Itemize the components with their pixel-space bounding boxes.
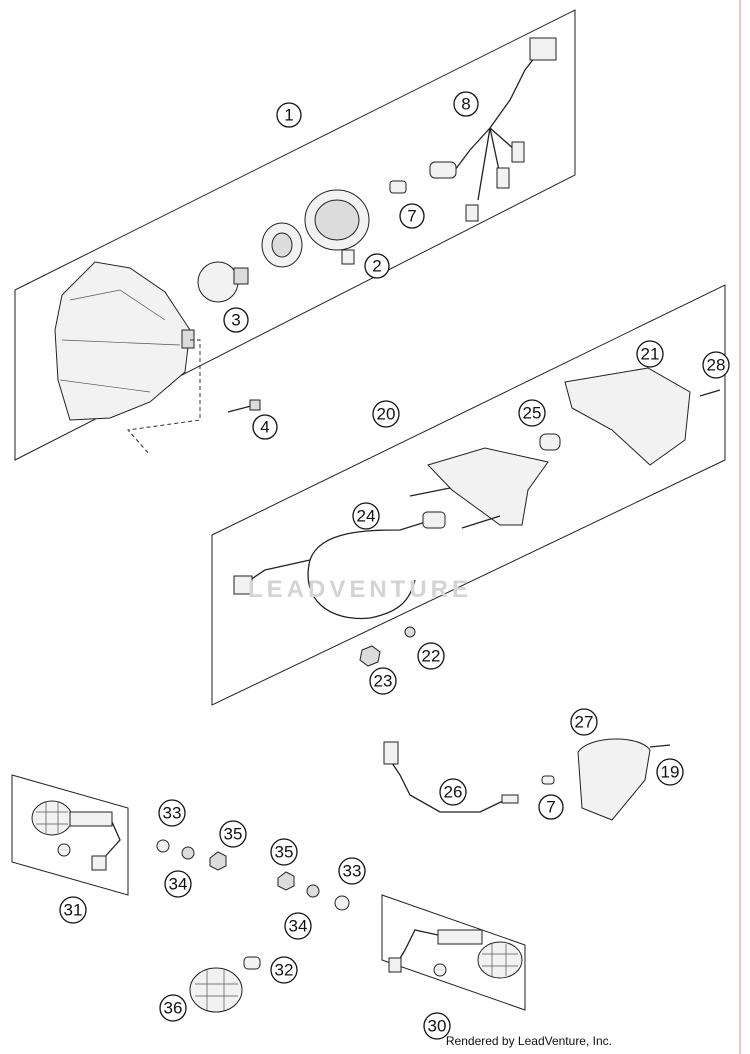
callout-35-left: 35 bbox=[219, 820, 247, 848]
right-indicator-bulb bbox=[433, 963, 447, 977]
wiring-harness bbox=[429, 37, 557, 222]
svg-text:30: 30 bbox=[428, 1017, 447, 1036]
svg-text:3: 3 bbox=[231, 311, 240, 330]
svg-text:28: 28 bbox=[707, 356, 726, 375]
svg-text:34: 34 bbox=[169, 875, 188, 894]
callout-22: 22 bbox=[417, 642, 445, 670]
callout-4: 4 bbox=[252, 414, 278, 440]
svg-text:35: 35 bbox=[224, 825, 243, 844]
right-indicator-connector bbox=[388, 957, 402, 973]
tail-light-panel bbox=[211, 284, 726, 706]
right-indicator-stem bbox=[437, 929, 483, 945]
callout-32: 32 bbox=[270, 956, 298, 984]
svg-text:21: 21 bbox=[641, 345, 660, 364]
svg-text:2: 2 bbox=[372, 257, 381, 276]
tail-bulb bbox=[539, 433, 561, 451]
callout-3: 3 bbox=[223, 307, 249, 333]
callout-26: 26 bbox=[439, 778, 467, 806]
callout-21: 21 bbox=[636, 340, 664, 368]
callout-23: 23 bbox=[369, 667, 397, 695]
rear-screw bbox=[649, 744, 671, 748]
callout-30: 30 bbox=[423, 1012, 451, 1040]
svg-text:20: 20 bbox=[377, 405, 396, 424]
svg-text:35: 35 bbox=[275, 843, 294, 862]
svg-text:19: 19 bbox=[661, 763, 680, 782]
svg-text:24: 24 bbox=[357, 507, 376, 526]
headlight-assembly-panel bbox=[14, 9, 576, 461]
license-plate-bracket bbox=[564, 367, 691, 466]
svg-text:22: 22 bbox=[422, 647, 441, 666]
rear-socket bbox=[501, 794, 519, 804]
callout-1: 1 bbox=[276, 102, 302, 128]
callout-31: 31 bbox=[59, 896, 87, 924]
svg-text:27: 27 bbox=[575, 713, 594, 732]
right-indicator-lens bbox=[477, 941, 523, 979]
svg-text:31: 31 bbox=[64, 901, 83, 920]
screw bbox=[227, 399, 261, 413]
callout-25: 25 bbox=[518, 399, 546, 427]
callout-28: 28 bbox=[702, 351, 730, 379]
callout-24: 24 bbox=[352, 502, 380, 530]
left-indicator-lens bbox=[31, 800, 73, 836]
callout-34-left: 34 bbox=[164, 870, 192, 898]
right-indicator-panel bbox=[381, 894, 526, 1011]
svg-text:33: 33 bbox=[343, 862, 362, 881]
nut bbox=[359, 645, 381, 667]
callout-2: 2 bbox=[364, 253, 390, 279]
bulb-socket bbox=[261, 222, 303, 268]
plate-light-wire bbox=[233, 511, 446, 620]
callout-36: 36 bbox=[159, 994, 187, 1022]
callout-7: 7 bbox=[399, 203, 425, 229]
washer bbox=[404, 626, 416, 638]
small-bulb bbox=[389, 180, 407, 194]
callout-33-left: 33 bbox=[158, 799, 186, 827]
callout-35-right: 35 bbox=[270, 838, 298, 866]
left-indicator-stem bbox=[69, 811, 113, 827]
callout-33-right: 33 bbox=[338, 857, 366, 885]
svg-text:23: 23 bbox=[374, 672, 393, 691]
callout-20: 20 bbox=[372, 400, 400, 428]
mounting-bolts bbox=[409, 389, 721, 529]
rubber-boot bbox=[304, 189, 370, 265]
svg-text:33: 33 bbox=[163, 804, 182, 823]
callout-27: 27 bbox=[570, 708, 598, 736]
rear-light-lens bbox=[577, 738, 651, 821]
left-indicator-connector bbox=[91, 855, 107, 871]
svg-text:8: 8 bbox=[461, 95, 470, 114]
left-indicator-panel bbox=[11, 774, 129, 896]
headlight-bulb bbox=[197, 261, 249, 303]
rear-light-cable bbox=[389, 759, 506, 813]
callout-34-right: 34 bbox=[284, 912, 312, 940]
svg-text:32: 32 bbox=[275, 961, 294, 980]
left-indicator-bulb bbox=[57, 843, 71, 857]
callout-8: 8 bbox=[453, 91, 479, 117]
rear-light-group bbox=[383, 738, 671, 821]
svg-text:1: 1 bbox=[284, 106, 293, 125]
svg-text:26: 26 bbox=[444, 783, 463, 802]
watermark: LEADVENTURE bbox=[248, 576, 473, 603]
svg-text:34: 34 bbox=[289, 917, 308, 936]
callout-7-rear: 7 bbox=[538, 794, 564, 820]
rear-bulb bbox=[541, 775, 555, 785]
rear-connector bbox=[383, 741, 399, 765]
svg-text:7: 7 bbox=[546, 798, 555, 817]
callout-19: 19 bbox=[656, 758, 684, 786]
svg-text:36: 36 bbox=[164, 999, 183, 1018]
svg-text:4: 4 bbox=[260, 418, 269, 437]
tail-light-housing bbox=[427, 447, 549, 526]
headlight-housing bbox=[54, 261, 195, 421]
render-credit: Rendered by LeadVenture, Inc. bbox=[445, 1034, 612, 1048]
fasteners-group bbox=[156, 839, 350, 1013]
svg-text:25: 25 bbox=[523, 404, 542, 423]
svg-text:7: 7 bbox=[407, 207, 416, 226]
